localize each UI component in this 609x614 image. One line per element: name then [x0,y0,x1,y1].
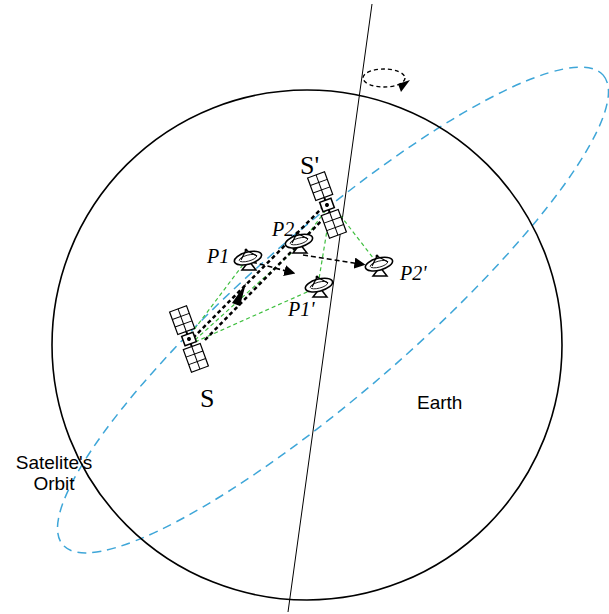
station-label: P1 [207,245,229,267]
satellite-label: S' [300,152,319,181]
station-label: P1' [288,298,315,320]
orbit-label: Satelite's Orbit [4,453,104,495]
station-label: P2' [400,262,427,284]
earth-label: Earth [417,393,462,414]
satellite-label: S [200,385,214,414]
station-label: P2 [272,218,294,240]
